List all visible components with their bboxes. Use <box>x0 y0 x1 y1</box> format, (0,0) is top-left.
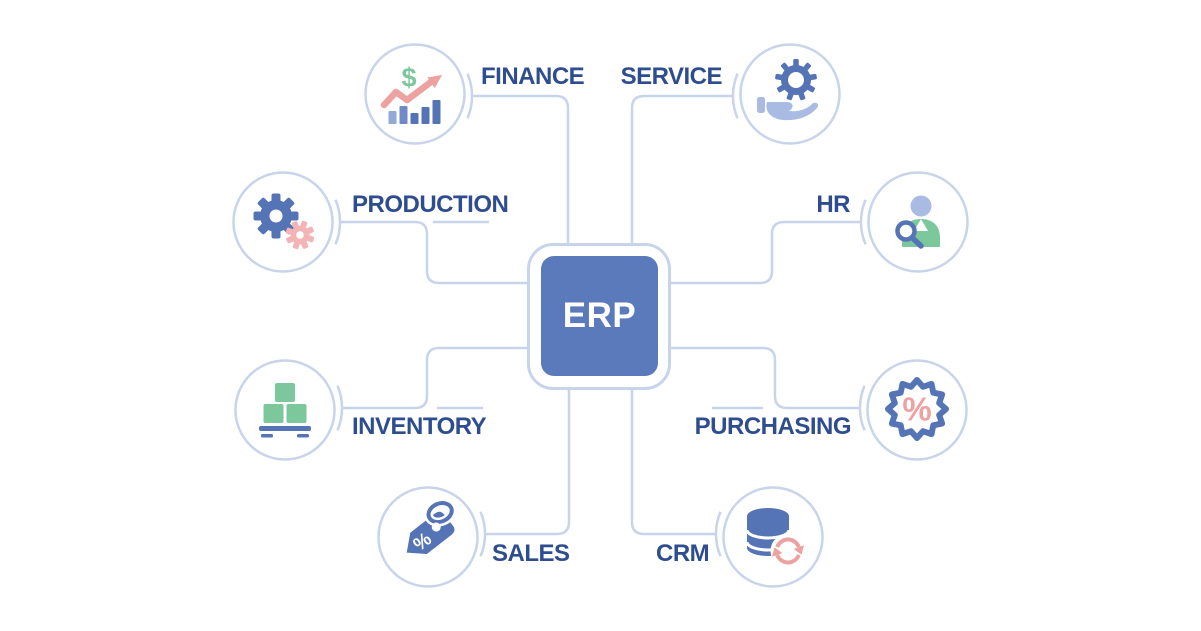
discount-badge-icon: % <box>885 377 949 441</box>
purchasing-node-arc <box>858 385 866 431</box>
svg-text:%: % <box>902 391 931 428</box>
erp-title: ERP <box>562 296 637 335</box>
gears-icon <box>253 193 315 250</box>
employee-search-icon <box>895 195 940 249</box>
hr-node-arc <box>859 199 867 245</box>
hr-connector-line <box>670 220 861 285</box>
erp-center-square: ERP <box>541 256 658 376</box>
finance-node: $ <box>364 43 466 145</box>
finance-label: FINANCE <box>481 63 585 90</box>
service-node <box>739 43 841 145</box>
service-node-arc <box>731 73 739 119</box>
database-sync-icon <box>745 508 806 569</box>
stacked-boxes-pallet-icon <box>259 383 311 438</box>
sales-node-arc <box>479 511 487 557</box>
hand-holding-gear-icon <box>757 59 819 121</box>
purchasing-connector-line <box>670 346 860 410</box>
finance-node-arc <box>466 73 474 119</box>
crm-connector-line <box>630 390 716 536</box>
crm-label: CRM <box>656 540 710 567</box>
sales-node: % <box>377 486 479 588</box>
sales-label: SALES <box>492 540 570 567</box>
crm-node <box>722 486 824 588</box>
production-connector-line <box>340 220 528 285</box>
growth-chart-dollar-icon: $ <box>380 62 442 124</box>
service-connector-line <box>630 94 733 244</box>
inventory-circle <box>234 359 336 461</box>
inventory-label: INVENTORY <box>352 413 487 440</box>
finance-connector-line <box>472 94 570 244</box>
inventory-node-arc <box>336 385 344 431</box>
service-label: SERVICE <box>620 63 723 90</box>
hr-node <box>867 171 969 273</box>
hr-label: HR <box>816 191 850 218</box>
erp-center-box: ERP <box>527 243 671 390</box>
purchasing-label: PURCHASING <box>694 413 852 440</box>
sales-connector-line <box>485 390 571 536</box>
inventory-node <box>234 359 336 461</box>
price-tag-icon: % <box>406 498 457 556</box>
production-node-arc <box>334 199 342 245</box>
inventory-connector-line <box>342 346 528 410</box>
connector-lines <box>334 73 867 557</box>
purchasing-node: % <box>866 359 968 461</box>
production-node <box>232 171 334 273</box>
production-label: PRODUCTION <box>352 191 509 218</box>
svg-text:$: $ <box>401 62 416 92</box>
crm-node-arc <box>714 511 722 557</box>
